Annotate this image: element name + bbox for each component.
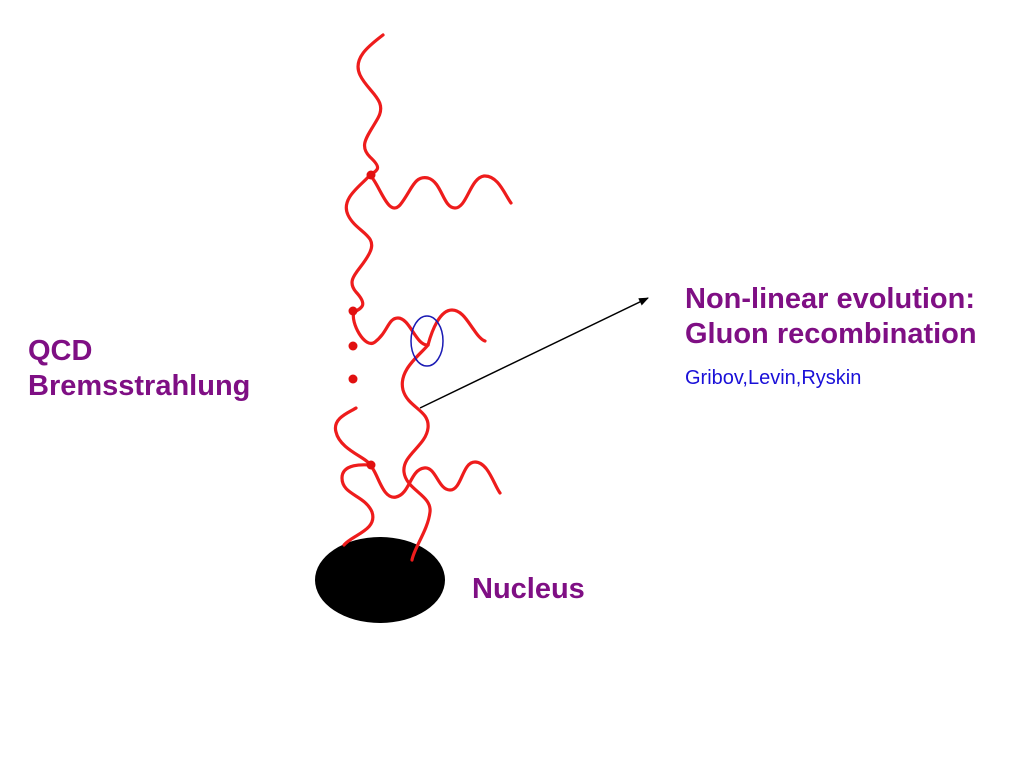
gluon-branch-middle [351, 310, 430, 347]
references-label: Gribov,Levin,Ryskin [685, 367, 862, 389]
ellipsis-dot-2 [348, 374, 358, 384]
recombination-marker-ellipse [410, 315, 444, 367]
nonlinear-label-line1: Non-linear evolution: [685, 283, 975, 315]
gluon-line-recombined [400, 343, 432, 562]
gluon-line-top [356, 33, 385, 177]
ellipsis-dot-1 [348, 341, 358, 351]
nucleus-ellipse [315, 537, 445, 623]
gluon-line-left-lower [333, 406, 375, 547]
nucleus-label: Nucleus [472, 573, 585, 605]
vertex-dot-bottom [366, 460, 376, 470]
vertex-dot-middle [348, 306, 358, 316]
gluon-branch-top-right [368, 173, 513, 210]
gluon-line-upper-middle [344, 173, 374, 314]
nonlinear-evolution-label: Non-linear evolution: Gluon recombinatio… [685, 282, 977, 353]
arrow-to-nonlinear-label [419, 297, 649, 409]
nonlinear-label-line2: Gluon recombination [685, 318, 977, 351]
qcd-label-line2: Bremsstrahlung [28, 370, 251, 403]
gluon-branch-bottom-right [368, 460, 502, 499]
qcd-bremsstrahlung-label: QCD Bremsstrahlung [28, 334, 250, 405]
gluon-branch-recombination-right [426, 308, 487, 347]
qcd-label-line1: QCD [28, 335, 93, 367]
vertex-dot-top [366, 170, 376, 180]
